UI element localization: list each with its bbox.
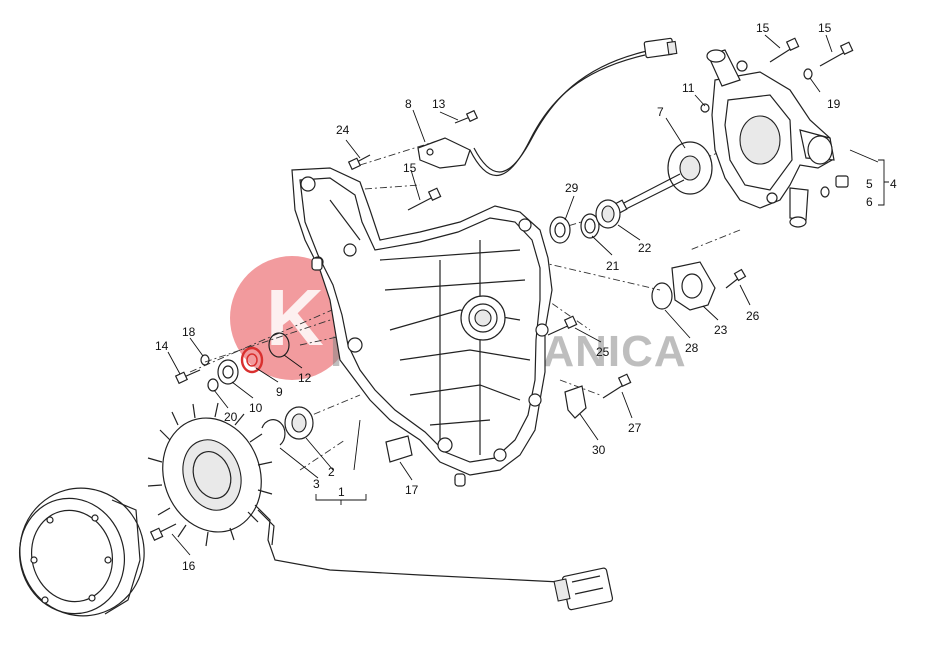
engine-cover [291, 167, 553, 486]
highlighted-bearing [240, 346, 264, 374]
callout-22: 22 [638, 241, 652, 255]
callout-12: 12 [298, 371, 312, 385]
stator [147, 402, 561, 583]
callout-16: 16 [182, 559, 196, 573]
pickup-sensor [417, 137, 471, 169]
callout-9: 9 [276, 385, 283, 399]
callout-27: 27 [628, 421, 642, 435]
callout-3: 3 [313, 477, 320, 491]
callout-17: 17 [405, 483, 419, 497]
callout-18: 18 [182, 325, 196, 339]
seals-and-bearings [200, 199, 716, 446]
callout-21: 21 [606, 259, 620, 273]
callout-24: 24 [336, 123, 350, 137]
callout-30: 30 [592, 443, 606, 457]
rotor [18, 487, 145, 617]
callout-8: 8 [405, 97, 412, 111]
callout-28: 28 [685, 341, 699, 355]
callout-29: 29 [565, 181, 579, 195]
leader-lines [167, 34, 889, 556]
callout-15-top-right: 15 [818, 21, 832, 35]
callout-15-top-left: 15 [756, 21, 770, 35]
watermark-circle [230, 256, 354, 380]
callout-15-mid: 15 [403, 161, 417, 175]
callout-6: 6 [866, 195, 873, 209]
callout-10: 10 [249, 401, 263, 415]
callout-23: 23 [714, 323, 728, 337]
callout-labels: 1 2 3 4 5 6 7 8 9 10 11 12 13 14 15 15 1… [155, 21, 897, 573]
pump-impeller [612, 141, 713, 215]
callout-1: 1 [338, 485, 345, 499]
callout-14: 14 [155, 339, 169, 353]
sensor-wire [469, 37, 678, 177]
callout-20: 20 [224, 410, 238, 424]
callout-2: 2 [328, 465, 335, 479]
callout-7: 7 [657, 105, 664, 119]
callout-11: 11 [682, 81, 695, 95]
callout-26: 26 [746, 309, 760, 323]
callout-13: 13 [432, 97, 446, 111]
callout-25: 25 [596, 345, 610, 359]
callout-19: 19 [827, 97, 841, 111]
callout-4: 4 [890, 177, 897, 191]
callout-5: 5 [866, 177, 873, 191]
stator-connector [553, 567, 614, 611]
fasteners [149, 37, 854, 542]
water-pump-body [706, 49, 835, 228]
